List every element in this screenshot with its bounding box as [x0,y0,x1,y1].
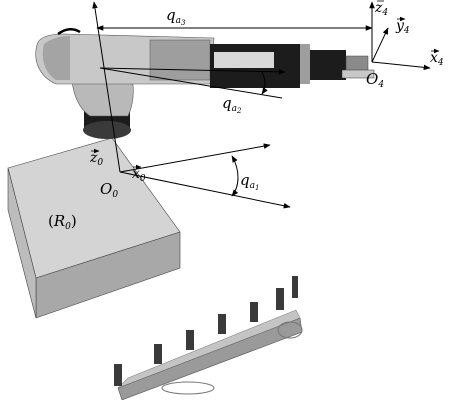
axis-line-x0 [119,143,271,173]
conveyor-post [186,330,194,350]
robot-forearm [35,28,375,88]
label-y4: y4 [395,18,410,36]
conveyor-post [154,344,162,364]
label-R0: (R0) [48,212,77,232]
label-x0: x0 [132,166,146,184]
axis-line-a2-upper [99,67,286,75]
conveyor-post [114,364,122,386]
label-z4: z4 [374,0,388,18]
axis-line-a1 [119,171,291,209]
angle-arc-q-a2 [261,71,268,95]
label-q-a2: qa2 [222,94,242,115]
axis-line-a2-lower [99,67,283,99]
label-O4: O4 [366,70,384,90]
kinematic-axes [92,1,431,209]
conveyor-belt [114,276,303,400]
robot-base-block [7,137,181,319]
diagram-labels: qa3 qa2 qa1 z4 y4 x4 O4 z0 x0 [48,0,444,232]
angle-arc-q-a1 [231,155,239,197]
conveyor-post [250,302,258,322]
label-z0: z0 [89,150,103,168]
label-q-a1: qa1 [240,171,259,192]
base-side-face [7,167,37,319]
label-O0: O0 [100,180,118,200]
conveyor-post [292,276,298,298]
conveyor-post [276,288,284,310]
label-q-a3: qa3 [166,6,186,27]
label-x4: x4 [430,50,444,68]
axis-line-x4 [371,61,431,71]
axis-line-y4 [371,27,389,63]
conveyor-post [218,314,226,334]
